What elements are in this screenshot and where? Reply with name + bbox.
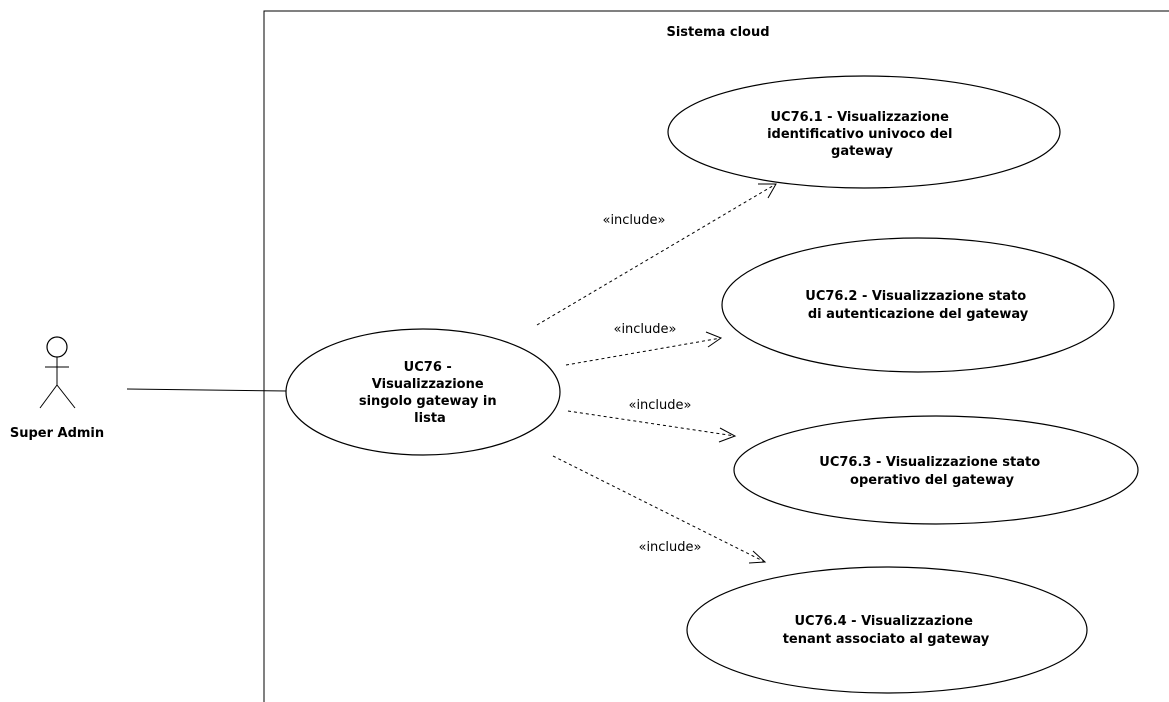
actor-name: Super Admin — [10, 426, 104, 441]
use-case-uc76-1-ellipse — [667, 75, 1061, 189]
use-case-uc76-4-ellipse — [686, 566, 1088, 694]
actor-left-leg — [39, 384, 58, 409]
include-label-uc76-4: «include» — [638, 540, 701, 555]
include-relation-uc76-2[interactable]: «include» — [565, 322, 723, 366]
use-case-uc76-4[interactable]: UC76.4 - Visualizzazione tenant associat… — [686, 566, 1088, 694]
system-title: Sistema cloud — [666, 25, 769, 40]
actor-super-admin[interactable]: Super Admin — [10, 336, 104, 441]
include-relation-uc76-3[interactable]: «include» — [567, 398, 737, 443]
actor-head — [46, 336, 68, 358]
use-case-uc76-2-ellipse — [721, 237, 1115, 373]
use-case-uc76-1[interactable]: UC76.1 - Visualizzazione identificativo … — [667, 75, 1061, 189]
include-arrowhead-uc76-2 — [705, 331, 723, 348]
include-arrowhead-uc76-4 — [748, 550, 767, 564]
include-line-uc76-1 — [536, 183, 777, 326]
include-label-uc76-1: «include» — [602, 213, 665, 228]
use-case-uc76-2[interactable]: UC76.2 - Visualizzazione stato di autent… — [721, 237, 1115, 373]
use-case-uc76-4-label: UC76.4 - Visualizzazione tenant associat… — [783, 614, 990, 647]
actor-right-leg — [56, 384, 76, 409]
use-case-uc76-label: UC76 - Visualizzazione singolo gateway i… — [359, 360, 501, 426]
include-line-uc76-3 — [567, 410, 736, 437]
include-arrowhead-uc76-3 — [718, 427, 737, 443]
include-relation-uc76-4[interactable]: «include» — [552, 455, 767, 564]
use-case-uc76-2-label: UC76.2 - Visualizzazione stato di autent… — [805, 289, 1030, 322]
use-case-uc76-3[interactable]: UC76.3 - Visualizzazione stato operativo… — [733, 415, 1139, 525]
use-case-uc76-1-label: UC76.1 - Visualizzazione identificativo … — [767, 110, 957, 159]
use-case-uc76-3-label: UC76.3 - Visualizzazione stato operativo… — [819, 455, 1044, 488]
include-relation-uc76-1[interactable]: «include» — [536, 183, 777, 326]
use-case-uc76-ellipse — [285, 328, 561, 456]
system-boundary — [263, 10, 1169, 702]
include-line-uc76-2 — [565, 337, 722, 366]
use-case-uc76-3-ellipse — [733, 415, 1139, 525]
use-case-uc76[interactable]: UC76 - Visualizzazione singolo gateway i… — [285, 328, 561, 456]
association-line — [126, 388, 288, 392]
include-label-uc76-2: «include» — [613, 322, 676, 337]
include-arrowhead-uc76-1 — [758, 183, 777, 199]
include-label-uc76-3: «include» — [628, 398, 691, 413]
